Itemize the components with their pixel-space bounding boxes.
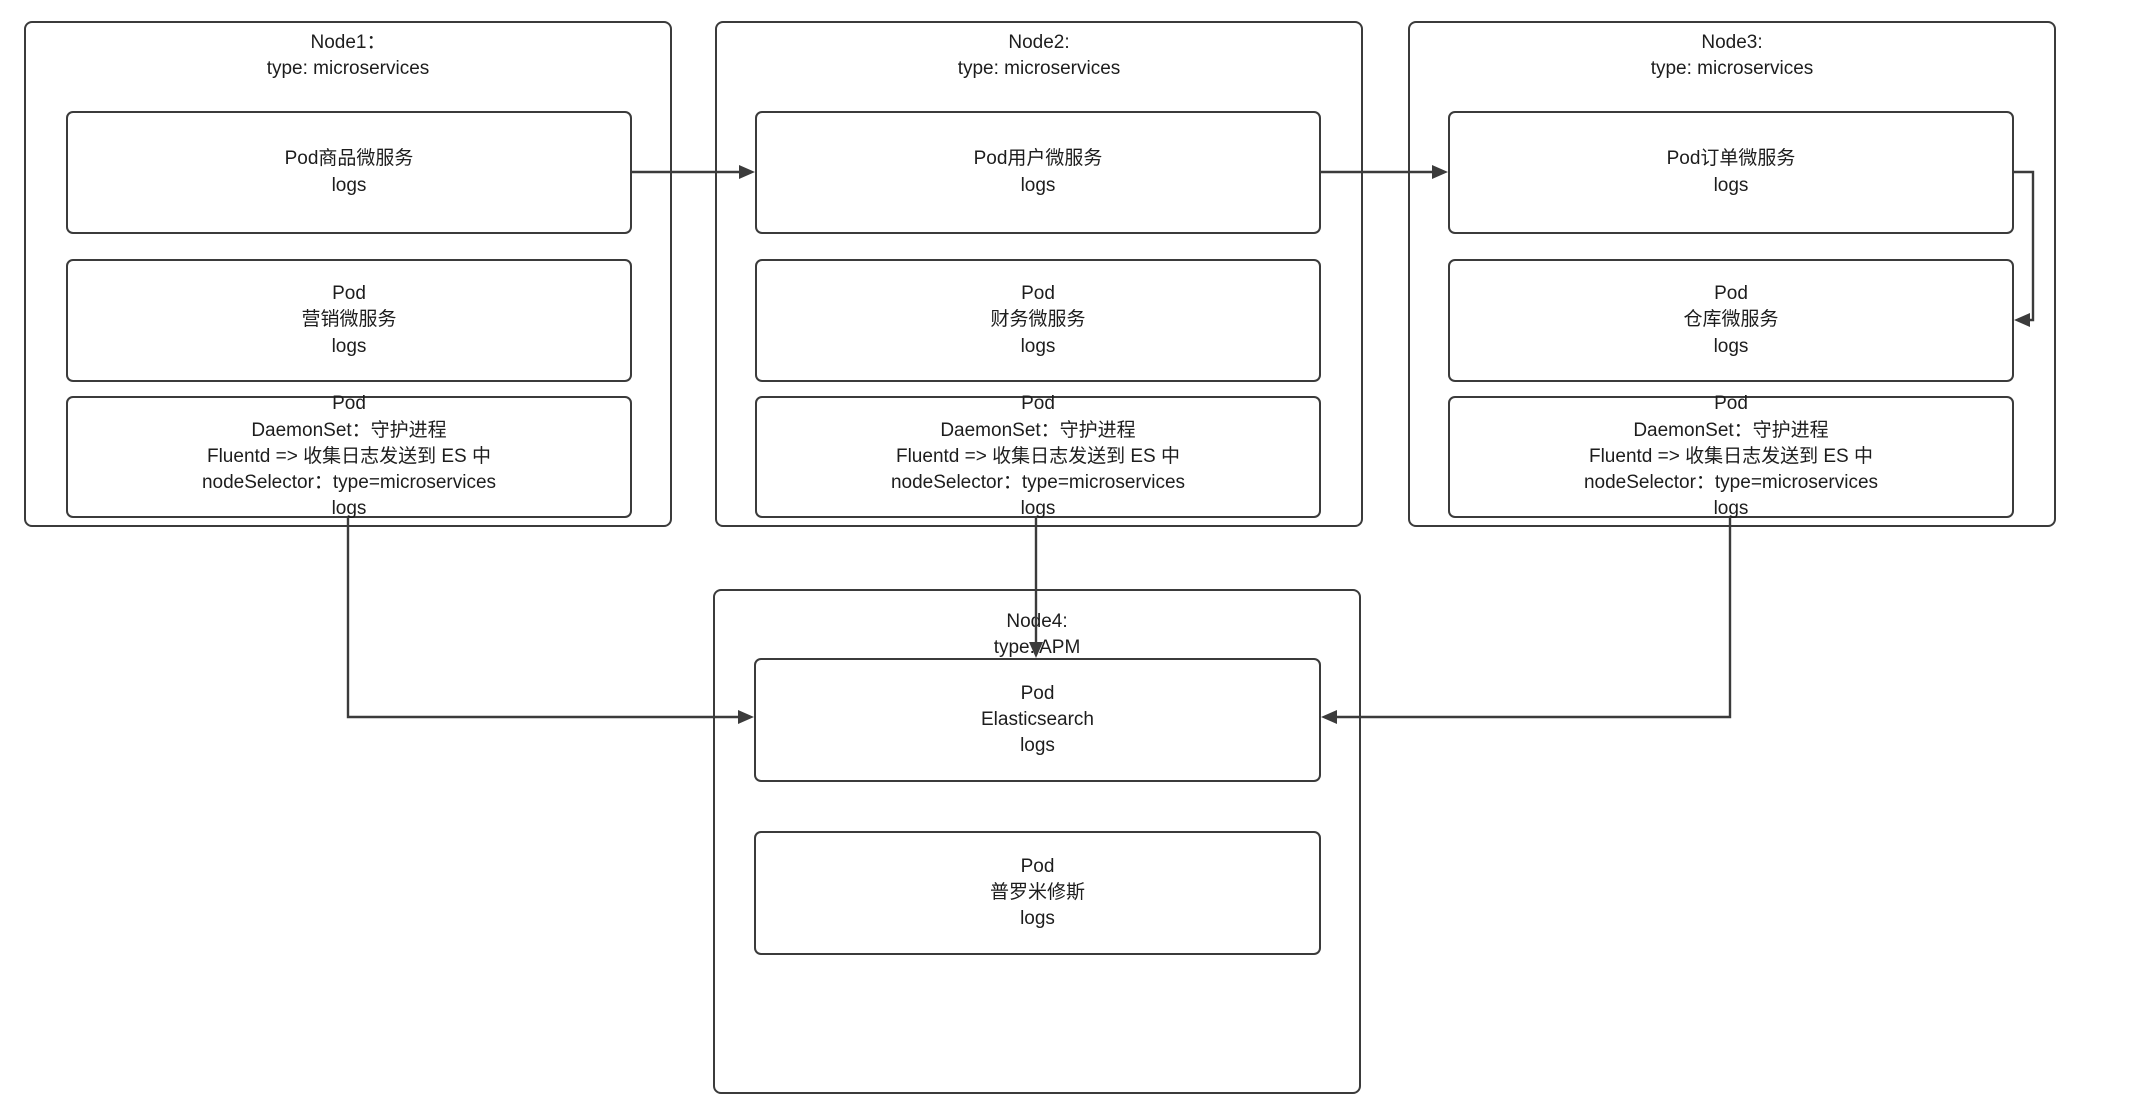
- pod-line: logs: [1020, 735, 1055, 757]
- pod-line: 营销微服务: [301, 309, 397, 331]
- pod-line: 仓库微服务: [1683, 309, 1779, 331]
- pod-line: Fluentd => 收集日志发送到 ES 中: [895, 445, 1181, 467]
- pod-node2-pod-daemonset[interactable]: Pod DaemonSet：守护进程 Fluentd => 收集日志发送到 ES…: [755, 393, 1321, 519]
- connector-node3-daemonset-to-es: [1321, 518, 1732, 724]
- pod-line: Pod订单微服务: [1666, 148, 1796, 170]
- pod-line: Pod商品微服务: [284, 148, 414, 170]
- pod-node1-pod-product[interactable]: Pod商品微服务 logs: [66, 111, 632, 234]
- pod-line: logs: [331, 498, 367, 520]
- pod-line: logs: [1020, 174, 1056, 196]
- pod-node2-pod-user[interactable]: Pod用户微服务 logs: [755, 111, 1321, 234]
- pod-node3-pod-daemonset[interactable]: Pod DaemonSet：守护进程 Fluentd => 收集日志发送到 ES…: [1448, 393, 2014, 519]
- pod-line: 普罗米修斯: [989, 881, 1085, 903]
- pod-line: Pod: [1021, 283, 1055, 305]
- pod-line: DaemonSet：守护进程: [1633, 419, 1829, 441]
- pod-line: nodeSelector：type=microservices: [890, 472, 1186, 494]
- pod-line: Pod: [1714, 283, 1748, 305]
- pod-line: logs: [331, 174, 367, 196]
- pod-line: Pod: [332, 393, 366, 415]
- pod-line: Pod: [1021, 393, 1055, 415]
- pod-line: logs: [1713, 174, 1749, 196]
- pod-node4-pod-prometheus[interactable]: Pod 普罗米修斯 logs: [754, 831, 1321, 955]
- pod-line: 财务微服务: [990, 309, 1086, 331]
- pod-line: logs: [331, 335, 367, 357]
- pod-line: Pod: [332, 283, 366, 305]
- pod-line: DaemonSet：守护进程: [940, 419, 1136, 441]
- pod-node3-pod-warehouse[interactable]: Pod 仓库微服务 logs: [1448, 259, 2014, 382]
- pod-line: nodeSelector：type=microservices: [201, 472, 497, 494]
- pod-node1-pod-daemonset[interactable]: Pod DaemonSet：守护进程 Fluentd => 收集日志发送到 ES…: [66, 393, 632, 519]
- pod-node3-pod-order[interactable]: Pod订单微服务 logs: [1448, 111, 2014, 234]
- pod-line: logs: [1020, 498, 1056, 520]
- pod-line: logs: [1713, 335, 1749, 357]
- pod-node2-pod-finance[interactable]: Pod 财务微服务 logs: [755, 259, 1321, 382]
- pod-line: nodeSelector：type=microservices: [1583, 472, 1879, 494]
- pod-line: Fluentd => 收集日志发送到 ES 中: [1588, 445, 1874, 467]
- pod-line: Pod: [1020, 682, 1055, 704]
- pod-line: Pod: [1020, 855, 1055, 877]
- pod-node1-pod-marketing[interactable]: Pod 营销微服务 logs: [66, 259, 632, 382]
- pod-line: Pod: [1714, 393, 1748, 415]
- pod-line: logs: [1020, 335, 1056, 357]
- pod-line: Fluentd => 收集日志发送到 ES 中: [206, 445, 492, 467]
- pod-line: logs: [1020, 908, 1055, 930]
- pod-line: Pod用户微服务: [973, 148, 1103, 170]
- pod-line: logs: [1713, 498, 1749, 520]
- pod-line: DaemonSet：守护进程: [251, 419, 447, 441]
- pod-node4-pod-elasticsearch[interactable]: Pod Elasticsearch logs: [754, 658, 1321, 782]
- connector-node1-daemonset-to-es: [346, 518, 754, 724]
- pod-line: Elasticsearch: [981, 708, 1094, 730]
